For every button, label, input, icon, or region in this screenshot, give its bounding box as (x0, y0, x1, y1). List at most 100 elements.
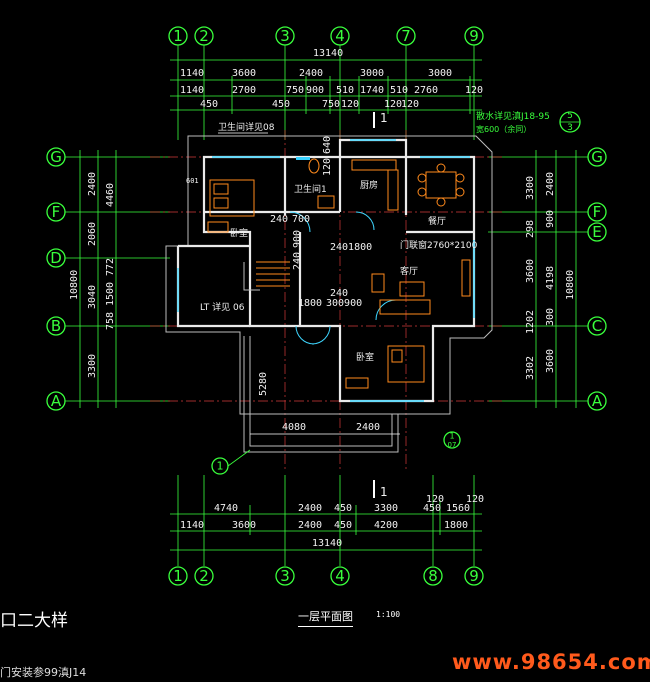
corner-note: 门安装参99滇J14 (0, 666, 87, 679)
top-dim2-5: 510 (336, 85, 354, 96)
interior-dim-2401800: 2401800 (330, 242, 372, 253)
note-circle-bottom: 3 (567, 123, 573, 133)
interior-dim-601: 601 (186, 177, 199, 185)
bottom-total-dim: 13140 (312, 538, 342, 549)
right-dim2-4: 300 (545, 308, 556, 326)
axis-top-2: 2 (199, 27, 209, 45)
top-dim3-3: 750 (322, 99, 340, 110)
axis-top-1: 1 (173, 27, 183, 45)
top-dim-1: 1140 (180, 68, 204, 79)
window-tag: 门联窗2760*2100 (400, 239, 478, 251)
top-dim-5: 3000 (428, 68, 452, 79)
axis-bottom-2: 2 (199, 567, 209, 585)
axis-top-7: 7 (401, 27, 411, 45)
right-dim2-3: 4198 (545, 266, 556, 290)
right-dim1-3: 3600 (525, 259, 536, 283)
corner-caption: 口二大样 (0, 611, 68, 631)
top-dim2-9: 120 (465, 85, 483, 96)
right-axis-bubbles: G F E C A (587, 147, 607, 411)
top-dim2-7: 510 (390, 85, 408, 96)
axis-left-g: G (50, 148, 62, 166)
bottom-dim2-2: 3600 (232, 520, 256, 531)
top-dim-3: 2400 (299, 68, 323, 79)
interior-dim-700: 700 (292, 214, 310, 225)
interior-dim-4080: 4080 (282, 422, 306, 433)
room-toilet: 卫生间1 (294, 183, 327, 195)
room-kitchen: 厨房 (360, 179, 378, 191)
top-dim-2: 3600 (232, 68, 256, 79)
furniture (207, 158, 471, 389)
axis-bottom-8: 8 (428, 567, 438, 585)
left-outer-dim: 10800 (69, 270, 80, 300)
room-dining: 餐厅 (428, 215, 446, 227)
top-dim3-4: 120 (341, 99, 359, 110)
left-axis-bubbles: G F D B A (46, 147, 66, 411)
note-apron-detail: 散水详见滇J18-95 (476, 110, 550, 122)
bottom-dim2-5: 4200 (374, 520, 398, 531)
bottom-dim2-3: 2400 (298, 520, 322, 531)
bottom-dim1-3: 450 (334, 503, 352, 514)
interior-dim-1800: 1800 (298, 298, 322, 309)
callout-left: 1 (217, 460, 224, 473)
callout-right-bottom: 07 (448, 441, 457, 449)
bottom-dim2-1: 1140 (180, 520, 204, 531)
note-apron-width: 宽600（余同） (476, 124, 531, 134)
left-inner-1: 772 (105, 258, 116, 276)
bottom-dimension-lines (170, 475, 482, 566)
left-dim-1: 2400 (87, 172, 98, 196)
axis-right-e: E (592, 223, 601, 241)
axis-top-9: 9 (469, 27, 479, 45)
top-axis-bubbles: 1 2 3 4 7 9 (168, 26, 484, 46)
axis-right-c: C (592, 317, 602, 335)
top-dim2-2: 2700 (232, 85, 256, 96)
interior-dim-240c: 240 (330, 288, 348, 299)
right-dim1-2: 298 (525, 220, 536, 238)
callout-right-top: 1 (449, 432, 454, 441)
left-inner-2: 1500 (105, 282, 116, 306)
plan-title: 一层平面图 (298, 608, 353, 627)
top-dim2-6: 1740 (360, 85, 384, 96)
top-dim2-1: 1140 (180, 85, 204, 96)
bottom-dim2-4: 450 (334, 520, 352, 531)
bottom-dim0-1: 120 (426, 494, 444, 505)
axis-left-f: F (52, 203, 61, 221)
top-dim-4: 3000 (360, 68, 384, 79)
top-dimension-lines (170, 45, 482, 140)
right-outer-dim: 10800 (565, 270, 576, 300)
left-dim-5: 3300 (87, 354, 98, 378)
left-dimension-lines (65, 150, 170, 408)
section-label-top: 1 (380, 111, 388, 125)
axis-left-b: B (51, 317, 61, 335)
axis-right-g: G (591, 148, 603, 166)
bottom-dim1-5: 450 (423, 503, 441, 514)
interior-dim-900: 900 (292, 230, 303, 248)
note-stair-detail: LT 详见 06 (200, 301, 245, 313)
axis-bottom-9: 9 (469, 567, 479, 585)
axis-bottom-4: 4 (335, 567, 345, 585)
top-dim2-4: 900 (306, 85, 324, 96)
interior-dim-640: 640 (322, 136, 333, 154)
bottom-dim1-4: 3300 (374, 503, 398, 514)
interior-dim-120: 120 (322, 158, 333, 176)
room-bedroom-2: 卧室 (356, 351, 374, 363)
left-inner-3: 758 (105, 312, 116, 330)
interior-dim-300900: 300900 (326, 298, 362, 309)
top-dim3-1: 450 (200, 99, 218, 110)
interior-dim-240a: 240 (270, 214, 288, 225)
right-dim2-5: 3600 (545, 349, 556, 373)
axis-right-a: A (592, 392, 603, 410)
top-total-dim: 13140 (313, 48, 343, 59)
bottom-dim1-6: 1560 (446, 503, 470, 514)
axis-top-3: 3 (280, 27, 290, 45)
bottom-dim1-2: 2400 (298, 503, 322, 514)
axis-top-4: 4 (335, 27, 345, 45)
right-dim1-5: 3302 (525, 356, 536, 380)
room-living: 客厅 (400, 265, 418, 277)
right-dim2-2: 900 (545, 210, 556, 228)
right-dim1-4: 1202 (525, 310, 536, 334)
top-dim3-2: 450 (272, 99, 290, 110)
doors (289, 211, 397, 345)
bottom-dim2-6: 1800 (444, 520, 468, 531)
interior-dim-5280: 5280 (258, 372, 269, 396)
axis-left-d: D (50, 249, 62, 267)
